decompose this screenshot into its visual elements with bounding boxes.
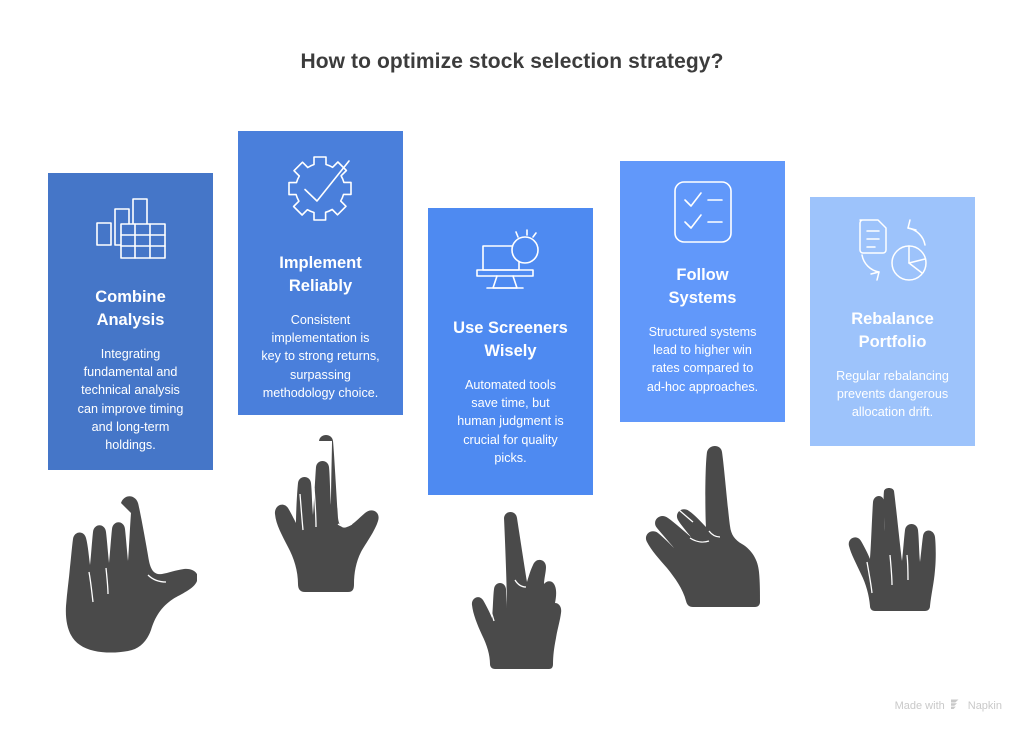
card-body: Structured systems lead to higher win ra…	[646, 324, 759, 394]
pointing-hand-icon-1	[62, 492, 198, 662]
napkin-logo-icon	[950, 698, 963, 714]
document-pie-refresh-icon	[852, 215, 934, 294]
card-heading: Implement Reliably	[279, 254, 362, 296]
pointing-hand-icon-2	[272, 432, 384, 597]
pointing-hand-icon-3	[463, 508, 563, 675]
pointing-hand-icon-4	[645, 443, 761, 612]
footer-brand-label: Napkin	[967, 700, 1002, 712]
card-body: Automated tools save time, but human jud…	[457, 377, 564, 465]
card-implement-reliably[interactable]: Implement Reliably Consistent implementa…	[238, 131, 403, 415]
card-body: Regular rebalancing prevents dangerous a…	[836, 368, 949, 420]
card-heading: Combine Analysis	[95, 288, 166, 330]
pointing-hand-icon-5	[848, 487, 940, 640]
monitor-search-icon	[471, 226, 551, 303]
card-rebalance-portfolio[interactable]: Rebalance Portfolio Regular rebalancing …	[810, 197, 975, 446]
gear-check-icon	[279, 149, 363, 238]
footer-made-with-label: Made with	[894, 700, 945, 712]
card-body: Integrating fundamental and technical an…	[77, 346, 184, 453]
bar-chart-table-icon	[88, 191, 174, 272]
card-heading: Use Screeners Wisely	[453, 319, 568, 361]
checklist-icon	[670, 179, 736, 250]
card-body: Consistent implementation is key to stro…	[261, 312, 380, 400]
footer-brand: Made with Napkin	[895, 698, 1002, 714]
card-heading: Follow Systems	[668, 266, 737, 308]
page-title: How to optimize stock selection strategy…	[300, 50, 724, 73]
card-combine-analysis[interactable]: Combine Analysis Integrating fundamental…	[48, 173, 213, 470]
card-follow-systems[interactable]: Follow Systems Structured systems lead t…	[620, 161, 785, 422]
card-heading: Rebalance Portfolio	[851, 310, 934, 352]
card-use-screeners-wisely[interactable]: Use Screeners Wisely Automated tools sav…	[428, 208, 593, 495]
